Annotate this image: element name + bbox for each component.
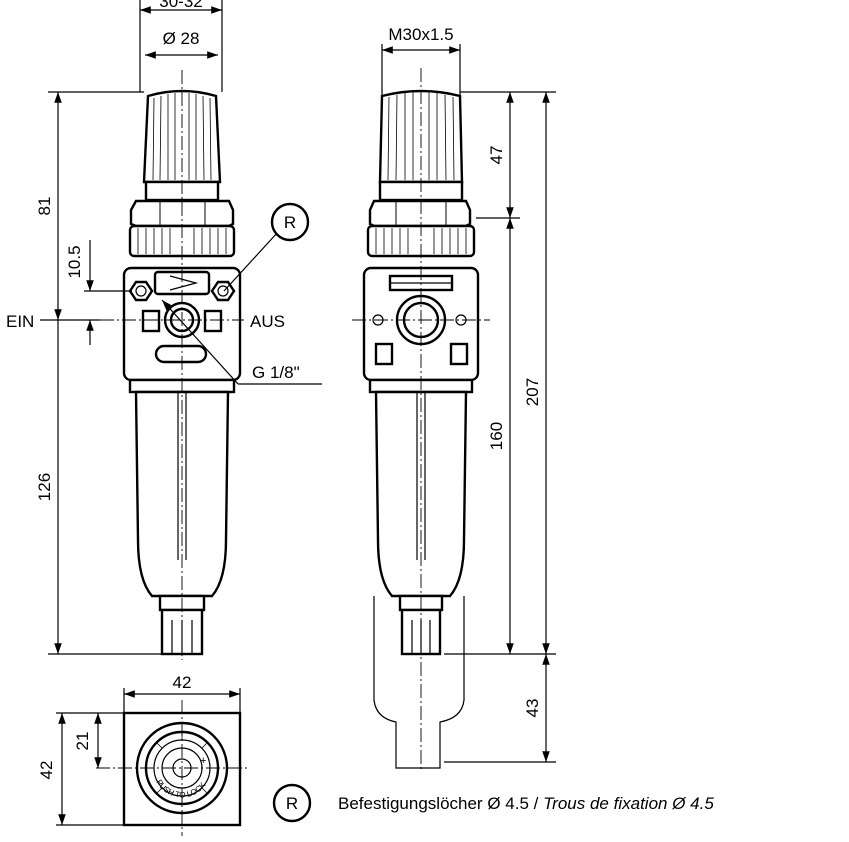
dim-knob-diameter-label: Ø 28 xyxy=(163,29,200,48)
side-hex-nut xyxy=(368,199,472,228)
bottom-dimensions xyxy=(56,688,241,826)
side-square-right xyxy=(449,342,469,366)
dim-base-width-label: 42 xyxy=(173,673,192,692)
legend-french: Trous de fixation Ø 4.5 xyxy=(543,794,714,813)
knob-plus-marking: + xyxy=(200,755,206,767)
front-drain-slot xyxy=(154,344,208,364)
dim-base-half-label: 21 xyxy=(73,732,92,751)
dim-thread-label: M30x1.5 xyxy=(388,25,453,44)
dim-160-label: 160 xyxy=(487,422,506,450)
dim-top-width-label: 30-32 xyxy=(159,0,202,11)
front-view xyxy=(100,70,244,660)
side-dimensions xyxy=(381,44,556,763)
dim-47-label: 47 xyxy=(487,146,506,165)
side-view xyxy=(352,68,490,772)
side-removal-phantom xyxy=(373,596,465,769)
port-inlet-label: EIN xyxy=(6,312,34,331)
front-mount-hole-right xyxy=(210,280,236,302)
legend-german: Befestigungslöcher Ø 4.5 / xyxy=(338,794,543,813)
front-mount-hole-left xyxy=(128,280,154,302)
side-square-left xyxy=(374,342,394,366)
port-outlet-label: AUS xyxy=(250,312,285,331)
dim-base-height-label: 42 xyxy=(37,761,56,780)
dim-207-label: 207 xyxy=(523,378,542,406)
dim-81-label: 81 xyxy=(35,197,54,216)
legend-text: Befestigungslöcher Ø 4.5 / Trous de fixa… xyxy=(338,794,714,813)
front-port-square-left xyxy=(141,309,161,333)
port-thread-label: G 1/8" xyxy=(252,363,300,382)
side-ring-ribs xyxy=(375,228,467,254)
bottom-view: + PUSH TO LOCK xyxy=(96,700,250,836)
front-knob-ribs xyxy=(152,93,212,181)
callout-r-circle xyxy=(270,202,310,242)
callout-r-label: R xyxy=(284,213,296,232)
front-dimensions xyxy=(40,0,322,655)
side-knob-ribs xyxy=(387,92,455,181)
legend-r-circle xyxy=(272,783,312,823)
flow-arrow-icon xyxy=(169,275,199,291)
dim-10-5-label: 10.5 xyxy=(65,245,84,278)
front-port-square-right xyxy=(203,309,223,333)
legend-r-label: R xyxy=(286,794,298,813)
dim-43-label: 43 xyxy=(523,699,542,718)
front-ring-ribs xyxy=(137,228,227,254)
dim-126-label: 126 xyxy=(35,473,54,501)
